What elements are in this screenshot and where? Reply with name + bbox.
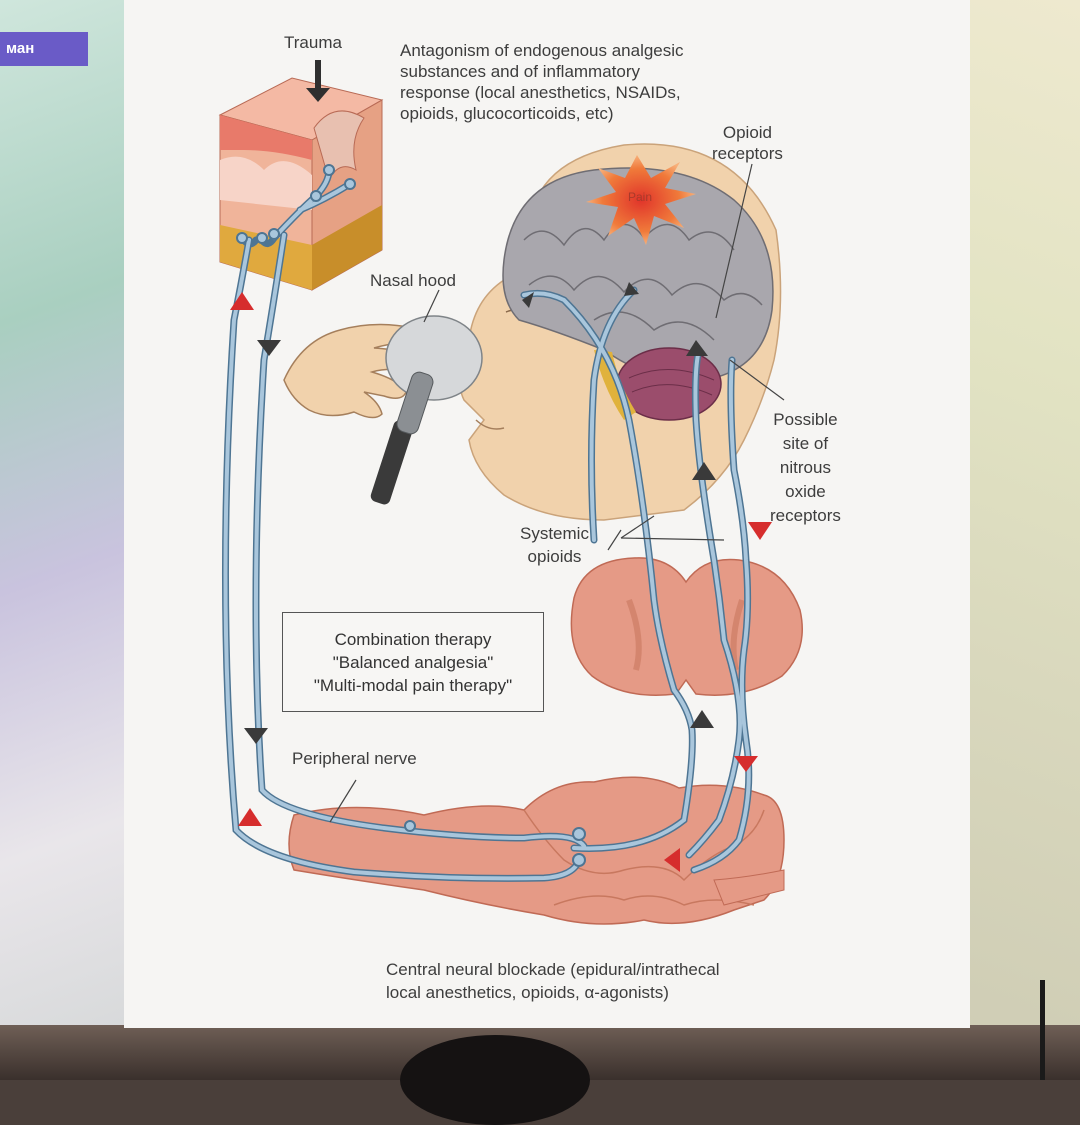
audience-head-silhouette xyxy=(400,1035,590,1125)
nasal-hood-icon xyxy=(370,315,483,505)
arrow-up-dark xyxy=(690,710,714,728)
central-neural-blockade-caption: Central neural blockade (epidural/intrat… xyxy=(386,960,720,1002)
pointer-lines xyxy=(329,163,785,823)
slide: Trauma Antagonism of endogenous analgesi… xyxy=(124,0,970,1028)
opioid-receptors-label: Opioid receptors xyxy=(712,123,783,163)
arrow-up-dark xyxy=(686,340,708,356)
skin-tissue-block xyxy=(218,77,384,291)
arrow-down-dark xyxy=(257,340,281,356)
arrow-up-red xyxy=(230,292,254,310)
antenna xyxy=(1040,980,1045,1080)
peripheral-nerve-label: Peripheral nerve xyxy=(292,749,417,768)
spinal-cord-cross-section xyxy=(288,776,785,925)
trauma-label: Trauma xyxy=(284,33,342,52)
medulla-cross-section xyxy=(570,557,803,696)
room-wall-right xyxy=(950,0,1080,1030)
systemic-opioids-label: Systemic opioids xyxy=(520,524,589,566)
nitrous-oxide-receptors-label: Possible site of nitrous oxide receptors xyxy=(770,410,841,525)
brain-illustration xyxy=(502,167,774,421)
nerve-fibers xyxy=(221,164,753,882)
pain-label: Pain xyxy=(628,190,653,204)
trauma-arrow xyxy=(306,60,330,102)
corner-tab: ман xyxy=(0,32,88,66)
arrow-down-red xyxy=(748,522,772,540)
pain-pathway-diagram xyxy=(218,60,803,925)
room-wall-left xyxy=(0,0,140,1030)
arrow-down-red xyxy=(734,756,758,772)
arrow-up-red xyxy=(238,808,262,826)
arrow-up-dark xyxy=(522,292,534,308)
arrow-left-red xyxy=(664,848,680,872)
arrow-down-dark xyxy=(244,728,268,744)
antagonism-caption: Antagonism of endogenous analgesic subst… xyxy=(400,41,684,123)
signal-arrows xyxy=(230,282,772,872)
combination-therapy-box: Combination therapy "Balanced analgesia"… xyxy=(282,612,544,712)
arrow-up-dark xyxy=(624,282,639,296)
pain-burst-icon xyxy=(586,155,696,245)
nasal-hood-label: Nasal hood xyxy=(370,271,457,290)
arrow-up-dark xyxy=(692,462,716,480)
